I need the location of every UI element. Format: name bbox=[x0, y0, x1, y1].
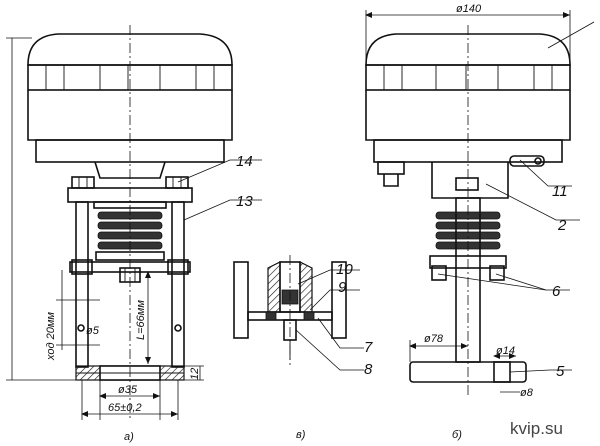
callout-7: 7 bbox=[364, 339, 373, 356]
callout-10: 10 bbox=[336, 261, 353, 278]
dim-width-top: ø140 bbox=[456, 3, 482, 15]
dim-hub: ø14 bbox=[496, 345, 515, 357]
dim-base-height: 12 bbox=[189, 368, 201, 380]
view-label-a: а) bbox=[124, 431, 134, 443]
callout-13: 13 bbox=[236, 193, 253, 210]
callout-2: 2 bbox=[557, 217, 567, 234]
callout-6: 6 bbox=[552, 283, 561, 300]
view-b bbox=[365, 10, 595, 395]
dim-base-width: 65±0,2 bbox=[108, 402, 142, 414]
view-a bbox=[6, 25, 262, 420]
dim-flange: ø78 bbox=[424, 333, 444, 345]
callout-8: 8 bbox=[364, 361, 373, 378]
callout-11: 11 bbox=[552, 183, 568, 200]
dim-hole-small: ø5 bbox=[86, 325, 100, 337]
dim-pin: ø8 bbox=[520, 387, 534, 399]
callout-14: 14 bbox=[236, 153, 253, 170]
brand-watermark: kvip.su bbox=[510, 419, 563, 438]
callout-5: 5 bbox=[556, 363, 565, 380]
view-label-b: б) bbox=[452, 429, 462, 441]
dim-bore: ø35 bbox=[118, 384, 138, 396]
view-label-v: в) bbox=[296, 429, 306, 441]
dim-stroke: ход 20мм bbox=[45, 312, 57, 361]
dim-length: L=66мм bbox=[135, 300, 147, 340]
view-v bbox=[233, 255, 364, 371]
callout-9: 9 bbox=[338, 279, 347, 296]
